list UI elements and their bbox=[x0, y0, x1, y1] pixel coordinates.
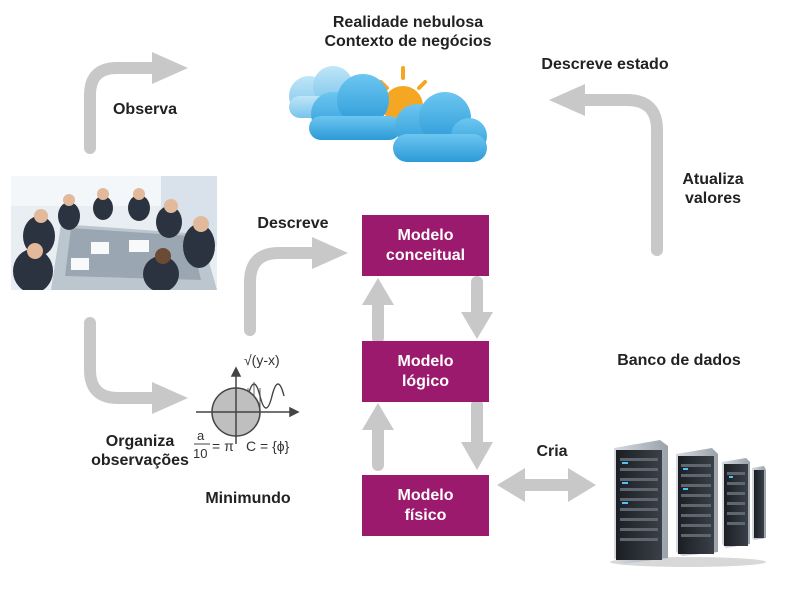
meeting-photo bbox=[11, 176, 217, 290]
box-conceitual-line-1: Modelo bbox=[397, 226, 454, 244]
arrow-observa bbox=[84, 62, 164, 154]
box-modelo-fisico[interactable]: Modelo físico bbox=[362, 475, 489, 536]
label-cria: Cria bbox=[536, 443, 568, 460]
label-descreve: Descreve bbox=[257, 215, 329, 232]
label-descreve-estado: Descreve estado bbox=[541, 56, 669, 73]
formula-frac-num: a bbox=[197, 428, 205, 443]
title-line-1: Realidade nebulosa bbox=[332, 14, 484, 31]
label-atualiza-valores: Atualiza valores bbox=[670, 170, 756, 208]
box-fisico-line-1: Modelo bbox=[397, 486, 454, 504]
box-modelo-conceitual[interactable]: Modelo conceitual bbox=[362, 215, 489, 276]
formula-set: C = {ϕ} bbox=[246, 438, 290, 454]
arrow-organiza bbox=[84, 317, 164, 404]
arrow-descreve bbox=[244, 247, 324, 336]
arrowhead-observa bbox=[152, 52, 188, 84]
box-conceitual-line-2: conceitual bbox=[385, 246, 466, 264]
title-line-2: Contexto de negócios bbox=[324, 33, 492, 50]
formula-frac-den: 10 bbox=[193, 446, 208, 461]
label-organiza: Organiza observações bbox=[80, 432, 200, 470]
arrowhead-descreve bbox=[312, 237, 348, 269]
label-minimundo: Minimundo bbox=[205, 490, 291, 507]
arrowhead-cria-right bbox=[568, 468, 596, 502]
arrow-descreve-estado bbox=[574, 94, 663, 256]
formula-sqrt: √(y-x) bbox=[244, 352, 280, 368]
arrowhead-conceitual-logico bbox=[461, 312, 493, 339]
label-organiza-line-2: observações bbox=[91, 452, 189, 469]
arrowhead-descreve-estado bbox=[549, 84, 585, 116]
box-logico-line-2: lógico bbox=[401, 372, 450, 390]
arrowhead-cria-left bbox=[497, 468, 525, 502]
arrowhead-organiza bbox=[152, 382, 188, 414]
arrowhead-logico-conceitual bbox=[362, 278, 394, 305]
arrowhead-fisico-logico bbox=[362, 403, 394, 430]
box-modelo-logico[interactable]: Modelo lógico bbox=[362, 341, 489, 402]
label-observa: Observa bbox=[112, 101, 178, 118]
box-fisico-line-2: físico bbox=[404, 506, 447, 524]
cloud-sun-icon bbox=[289, 66, 487, 162]
arrowhead-logico-fisico bbox=[461, 442, 493, 470]
box-logico-line-1: Modelo bbox=[397, 352, 454, 370]
label-organiza-line-1: Organiza bbox=[105, 433, 175, 450]
label-banco: Banco de dados bbox=[617, 352, 741, 369]
server-rack-icon bbox=[610, 440, 766, 567]
page-title: Realidade nebulosa Contexto de negócios bbox=[296, 13, 520, 51]
label-atualiza-line-2: valores bbox=[684, 190, 742, 207]
label-atualiza-line-1: Atualiza bbox=[682, 171, 744, 188]
formula-eq-pi: = π bbox=[212, 438, 234, 454]
math-formula-icon: √(y-x) a 10 = π C = {ϕ} bbox=[190, 352, 310, 462]
